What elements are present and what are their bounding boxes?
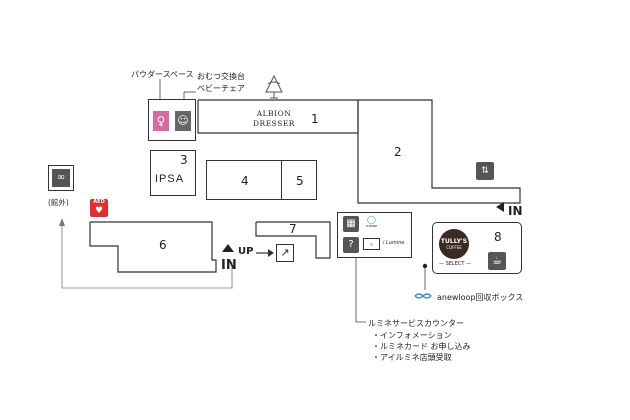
counter-title: ルミネサービスカウンター xyxy=(368,319,464,328)
aed-icon[interactable]: AED ♥ xyxy=(90,199,108,217)
counter-item-pickup: ・アイルミネ店頭受取 xyxy=(372,353,452,362)
cafe-icon: ☕ xyxy=(488,252,506,270)
tullys-select: — SELECT — xyxy=(438,261,471,267)
chandelier-icon xyxy=(256,74,292,100)
tullys-logo-line2: COFFEE xyxy=(446,245,462,250)
ipsa-logo: IPSA xyxy=(155,173,185,185)
restroom-block[interactable]: ♀ ☺ xyxy=(148,99,196,141)
wifi-brand: LUMINE xyxy=(365,224,378,228)
card-icon: ▦ xyxy=(343,216,359,232)
tullys-logo-line1: TULLY'S xyxy=(440,238,468,245)
powder-space-label: パウダースペース xyxy=(131,70,194,79)
in-right-label: IN xyxy=(508,204,523,218)
help-icon: ? xyxy=(343,237,359,253)
baby-chair-label: ベビーチェア xyxy=(197,84,245,93)
shop-number-2[interactable]: 2 xyxy=(394,145,402,159)
bicycle-icon: ∞ xyxy=(52,169,70,187)
baby-icon: ☺ xyxy=(175,111,191,131)
albion-line2: DRESSER xyxy=(253,119,295,128)
service-counter[interactable]: ▦ ? ◯ LUMINE ☰ i Lumine xyxy=(337,212,412,258)
up-label: UP xyxy=(238,246,254,257)
anewloop-icon xyxy=(414,292,432,300)
shop-number-8: 8 xyxy=(494,230,502,244)
shop-number-1[interactable]: 1 xyxy=(311,112,319,126)
shop-5[interactable]: 5 xyxy=(281,160,317,200)
bicycle-parking[interactable]: ∞ xyxy=(48,165,74,191)
shop-number-3: 3 xyxy=(180,153,188,167)
diaper-label: おむつ交換台 xyxy=(197,72,245,81)
elevator-icon[interactable]: ⇅ xyxy=(476,162,494,180)
albion-line1: ALBION xyxy=(256,109,292,118)
counter-item-card: ・ルミネカード お申し込み xyxy=(372,342,471,351)
albion-dresser-logo[interactable]: ALBION DRESSER xyxy=(248,109,300,129)
counter-item-information: ・インフォメーション xyxy=(372,331,452,340)
outside-label: (館外) xyxy=(48,198,69,207)
shop-ipsa[interactable]: 3 IPSA xyxy=(150,150,196,196)
shop-number-7[interactable]: 7 xyxy=(289,222,297,236)
aed-label: AED xyxy=(93,199,105,205)
shop-tullys[interactable]: TULLY'S COFFEE — SELECT — 8 ☕ xyxy=(432,222,522,274)
registration-icon: ☰ xyxy=(363,238,380,250)
shop-4[interactable]: 4 xyxy=(206,160,282,200)
wifi-icon: ◯ LUMINE xyxy=(363,216,380,233)
shop-number-6[interactable]: 6 xyxy=(159,238,167,252)
tullys-logo: TULLY'S COFFEE xyxy=(439,229,469,259)
anewloop-label[interactable]: anewloop回収ボックス xyxy=(437,293,524,302)
in-left-label: IN xyxy=(221,258,237,273)
shop-number-4: 4 xyxy=(241,174,249,188)
lumine-logo: i Lumine xyxy=(383,240,405,246)
restroom-icon: ♀ xyxy=(153,111,169,131)
shop-number-5: 5 xyxy=(296,174,304,188)
escalator-icon[interactable]: ↗ xyxy=(276,244,294,262)
